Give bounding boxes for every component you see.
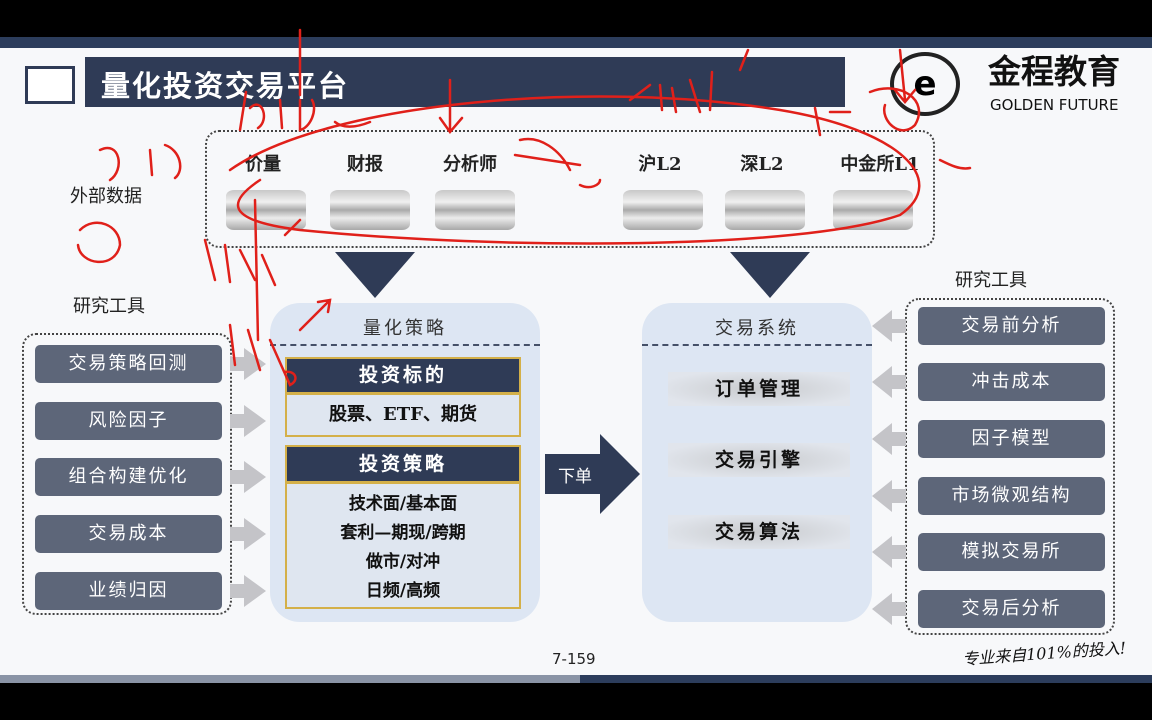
divider — [642, 344, 872, 346]
page-title: 量化投资交易平台 — [85, 57, 845, 107]
quant-strategy-title: 量化策略 — [363, 318, 447, 339]
source-label: 沪L2 — [638, 154, 682, 175]
arrow-right-icon — [244, 405, 266, 437]
arrow-right-icon — [230, 470, 244, 484]
source-label: 分析师 — [443, 154, 497, 175]
external-data-box — [205, 130, 935, 248]
arrow-right-icon — [230, 527, 244, 541]
strategy-list: 技术面/基本面 套利—期现/跨期 做市/对冲 日频/高频 — [285, 482, 521, 609]
arrow-right-icon — [230, 414, 244, 428]
database-icon — [226, 190, 306, 230]
strategy-item: 套利—期现/跨期 — [340, 523, 466, 543]
database-icon — [330, 190, 410, 230]
presentation-icon — [25, 66, 75, 104]
database-icon — [435, 190, 515, 230]
research-tools-right-label: 研究工具 — [955, 270, 1027, 291]
strategy-header: 投资策略 — [285, 445, 521, 483]
database-icon — [833, 190, 913, 230]
source-label: 价量 — [245, 154, 281, 175]
trading-system-title: 交易系统 — [715, 318, 799, 339]
bottom-band — [0, 675, 1152, 683]
database-icon — [725, 190, 805, 230]
top-band — [0, 37, 1152, 48]
source-label: 深L2 — [740, 154, 784, 175]
down-arrow-icon — [730, 252, 810, 298]
research-tools-right-box — [905, 298, 1115, 635]
strategy-item: 技术面/基本面 — [348, 494, 458, 514]
logo-text-en: GOLDEN FUTURE — [990, 96, 1119, 114]
tool-item[interactable]: 风险因子 — [35, 402, 222, 440]
logo-text-cn: 金程教育 — [988, 52, 1120, 91]
system-item: 交易算法 — [668, 515, 850, 549]
source-label: 财报 — [347, 154, 383, 175]
strategy-item: 日频/高频 — [365, 581, 441, 601]
logo-icon: e — [890, 52, 960, 116]
arrow-right-icon — [244, 461, 266, 493]
arrow-right-icon — [244, 518, 266, 550]
external-data-label: 外部数据 — [70, 186, 142, 207]
tool-item[interactable]: 冲击成本 — [918, 363, 1105, 401]
arrow-right-icon — [244, 348, 266, 380]
tool-item[interactable]: 交易后分析 — [918, 590, 1105, 628]
tool-item[interactable]: 交易前分析 — [918, 307, 1105, 345]
tool-item[interactable]: 交易策略回测 — [35, 345, 222, 383]
order-label: 下单 — [558, 467, 592, 487]
database-icon — [623, 190, 703, 230]
arrow-left-icons — [872, 310, 906, 625]
tool-item[interactable]: 组合构建优化 — [35, 458, 222, 496]
tool-item[interactable]: 交易成本 — [35, 515, 222, 553]
system-item: 交易引擎 — [668, 443, 850, 477]
tool-item[interactable]: 业绩归因 — [35, 572, 222, 610]
tool-item[interactable]: 市场微观结构 — [918, 477, 1105, 515]
system-item: 订单管理 — [668, 372, 850, 406]
arrow-right-icon — [244, 575, 266, 607]
order-arrow-icon — [545, 434, 640, 514]
strategy-item: 做市/对冲 — [365, 552, 441, 572]
target-header: 投资标的 — [285, 357, 521, 394]
research-tools-left-label: 研究工具 — [73, 296, 145, 317]
tool-item[interactable]: 模拟交易所 — [918, 533, 1105, 571]
source-label: 中金所L1 — [840, 154, 920, 175]
arrow-right-icon — [230, 584, 244, 598]
divider — [270, 344, 540, 346]
arrow-right-icon — [230, 357, 244, 371]
bottom-band-accent — [580, 675, 1152, 683]
target-body: 股票、ETF、期货 — [285, 393, 521, 437]
down-arrow-icon — [335, 252, 415, 298]
tool-item[interactable]: 因子模型 — [918, 420, 1105, 458]
page-number: 7-159 — [552, 650, 596, 668]
